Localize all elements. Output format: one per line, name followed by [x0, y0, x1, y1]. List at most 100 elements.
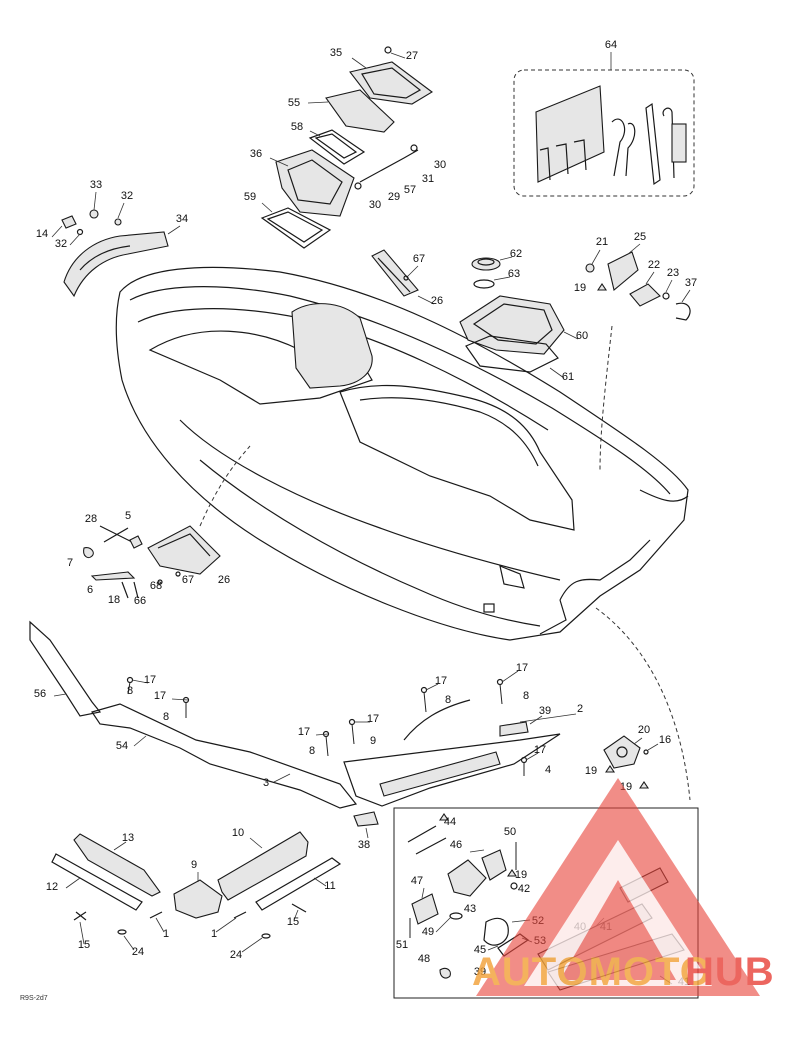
callout-c59: 59	[244, 191, 256, 203]
callout-c17a: 17	[144, 674, 156, 686]
callout-c10: 10	[232, 827, 244, 839]
callout-c64: 64	[605, 39, 617, 51]
callout-c2: 2	[577, 703, 583, 715]
latch-assembly	[585, 243, 691, 321]
callout-c15a: 15	[78, 939, 90, 951]
callout-c22: 22	[648, 259, 660, 271]
callout-c9: 9	[370, 735, 376, 747]
drawing-code: R9S-2d7	[20, 995, 48, 1002]
callout-c17b: 17	[154, 690, 166, 702]
callout-c48: 48	[418, 953, 430, 965]
callout-c19a: 19	[574, 282, 586, 294]
callout-c43: 43	[464, 903, 476, 915]
front-bin-assembly	[459, 256, 613, 471]
callout-c29: 29	[388, 191, 400, 203]
callout-c51: 51	[396, 939, 408, 951]
callout-c44: 44	[444, 816, 456, 828]
callout-c34: 34	[176, 213, 188, 225]
callout-c19b: 19	[585, 765, 597, 777]
callout-c16: 16	[659, 734, 671, 746]
callout-c20: 20	[638, 724, 650, 736]
part-59-gasket	[260, 207, 332, 249]
callout-c18: 18	[108, 594, 120, 606]
callout-c26b: 26	[218, 574, 230, 586]
part-55-cover	[325, 89, 395, 133]
tool-kit-group	[513, 52, 695, 197]
callout-c26a: 26	[431, 295, 443, 307]
part-10-rail	[217, 831, 309, 901]
callout-c46: 46	[450, 839, 462, 851]
callout-c8c: 8	[309, 745, 315, 757]
storage-assembly	[260, 46, 433, 249]
callout-c11: 11	[324, 880, 335, 892]
part-60-bin	[459, 295, 565, 355]
side-moldings	[29, 620, 577, 839]
callout-c17f: 17	[516, 662, 528, 674]
callout-c5: 5	[125, 510, 131, 522]
callout-c54: 54	[116, 740, 128, 752]
part-54-molding	[91, 703, 358, 809]
callout-c15b: 15	[287, 916, 299, 928]
part-26-upper	[371, 249, 435, 305]
callout-c42: 42	[518, 883, 530, 895]
watermark-triangle-core	[560, 880, 676, 980]
part-13-rail	[73, 833, 161, 897]
callout-c31: 31	[422, 173, 434, 185]
callout-c61: 61	[562, 371, 574, 383]
callout-c8e: 8	[523, 690, 529, 702]
callout-c6: 6	[87, 584, 93, 596]
part-61-gasket	[465, 335, 559, 373]
part-26-bracket	[147, 525, 221, 575]
callout-c9b: 9	[191, 859, 197, 871]
callout-c8b: 8	[163, 711, 169, 723]
automotohub-watermark: AUTOMOTO HUB	[472, 778, 775, 996]
callout-c47: 47	[411, 875, 423, 887]
callout-c55: 55	[288, 97, 300, 109]
callout-c17c: 17	[298, 726, 310, 738]
callout-c1a: 1	[163, 928, 169, 940]
callout-c39: 39	[539, 705, 551, 717]
hull-deck	[115, 266, 689, 641]
tool-kit-frame	[513, 69, 695, 197]
callout-c30b: 30	[369, 199, 381, 211]
callout-c32: 32	[121, 190, 133, 202]
callout-c49: 49	[422, 926, 434, 938]
callout-c19d: 19	[515, 869, 527, 881]
callout-c37: 37	[685, 277, 697, 289]
callout-c50: 50	[504, 826, 516, 838]
callout-c39b: 39	[474, 966, 486, 978]
part-12-rail	[51, 853, 143, 911]
callout-c67b: 67	[182, 574, 194, 586]
callout-c30: 30	[434, 159, 446, 171]
part-58-gasket	[308, 129, 366, 165]
callout-c36: 36	[250, 148, 262, 160]
callout-c32b: 32	[55, 238, 67, 250]
callout-c14: 14	[36, 228, 48, 240]
part-2-decal-panel	[343, 733, 561, 807]
callout-c56: 56	[34, 688, 46, 700]
callout-c57: 57	[404, 184, 416, 196]
callout-c45: 45	[474, 944, 486, 956]
callout-c27: 27	[406, 50, 418, 62]
callout-c25: 25	[634, 231, 646, 243]
callout-c66: 66	[134, 595, 146, 607]
callout-c8a: 8	[127, 685, 133, 697]
watermark-text-hub: HUB	[685, 950, 775, 994]
part-36-bin	[275, 149, 355, 217]
callout-c33: 33	[90, 179, 102, 191]
callout-c60: 60	[576, 330, 588, 342]
callout-c1b: 1	[211, 928, 217, 940]
part-56-molding	[29, 620, 102, 717]
part-11-rail	[255, 857, 342, 911]
callout-c24b: 24	[230, 949, 242, 961]
rear-bracket-assembly	[83, 445, 251, 599]
watermark-text-automoto: AUTOMOTO	[472, 950, 712, 994]
callout-c38: 38	[358, 839, 370, 851]
deck-outline	[115, 266, 689, 641]
callout-c12: 12	[46, 881, 58, 893]
callout-c24a: 24	[132, 946, 144, 958]
rail-assembly	[51, 831, 342, 953]
callout-c4: 4	[545, 764, 551, 776]
callout-c21: 21	[596, 236, 608, 248]
